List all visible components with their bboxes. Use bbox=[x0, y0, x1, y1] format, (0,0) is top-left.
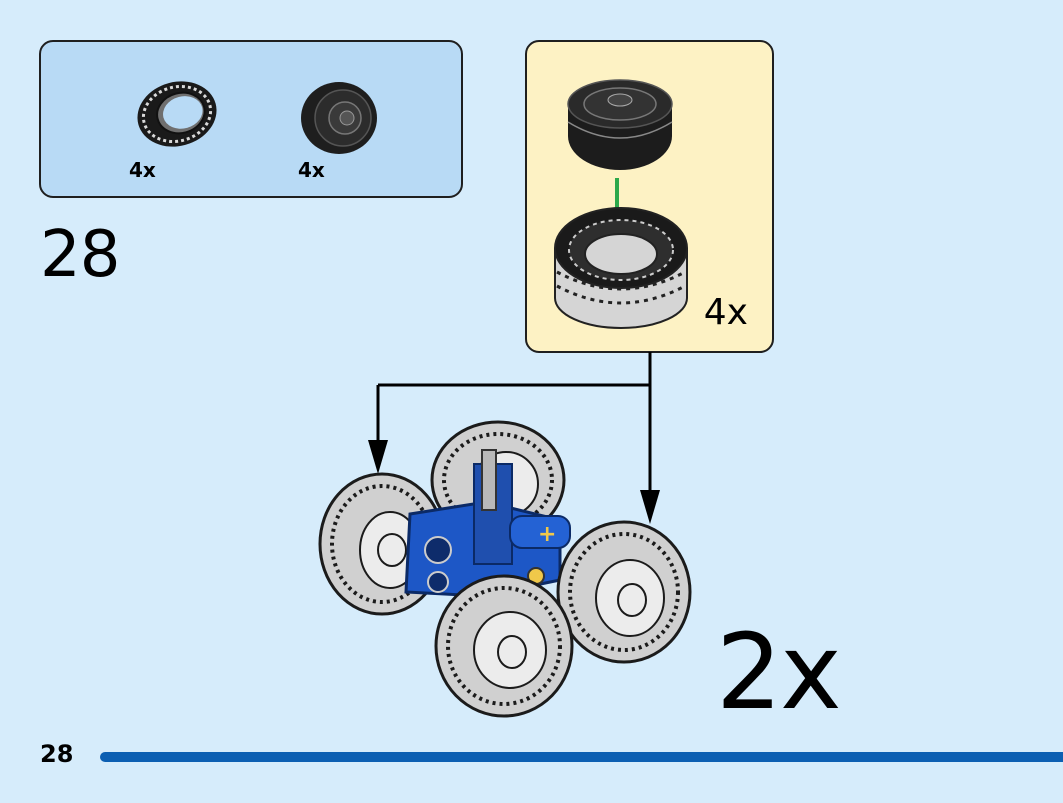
blue-axle-assembly: + bbox=[404, 449, 571, 598]
subassembly-callout: 4x bbox=[525, 40, 774, 353]
rim-quantity: 4x bbox=[298, 158, 325, 182]
rim-illustration bbox=[567, 79, 673, 170]
tire-quantity: 4x bbox=[129, 158, 156, 182]
front-wheel bbox=[434, 574, 574, 718]
rim-part-icon bbox=[301, 82, 377, 154]
progress-bar bbox=[100, 752, 1063, 762]
subassembly-quantity: 4x bbox=[703, 292, 748, 333]
step-number: 28 bbox=[40, 218, 120, 292]
page-number: 28 bbox=[40, 740, 74, 768]
parts-list-panel: 4x 4x bbox=[39, 40, 463, 198]
svg-text:+: + bbox=[538, 522, 556, 547]
tire-part-icon bbox=[137, 81, 217, 147]
vehicle-build-illustration: + bbox=[318, 420, 692, 718]
tire-illustration bbox=[554, 207, 688, 329]
right-wheel bbox=[556, 520, 692, 664]
build-quantity: 2x bbox=[716, 611, 842, 733]
